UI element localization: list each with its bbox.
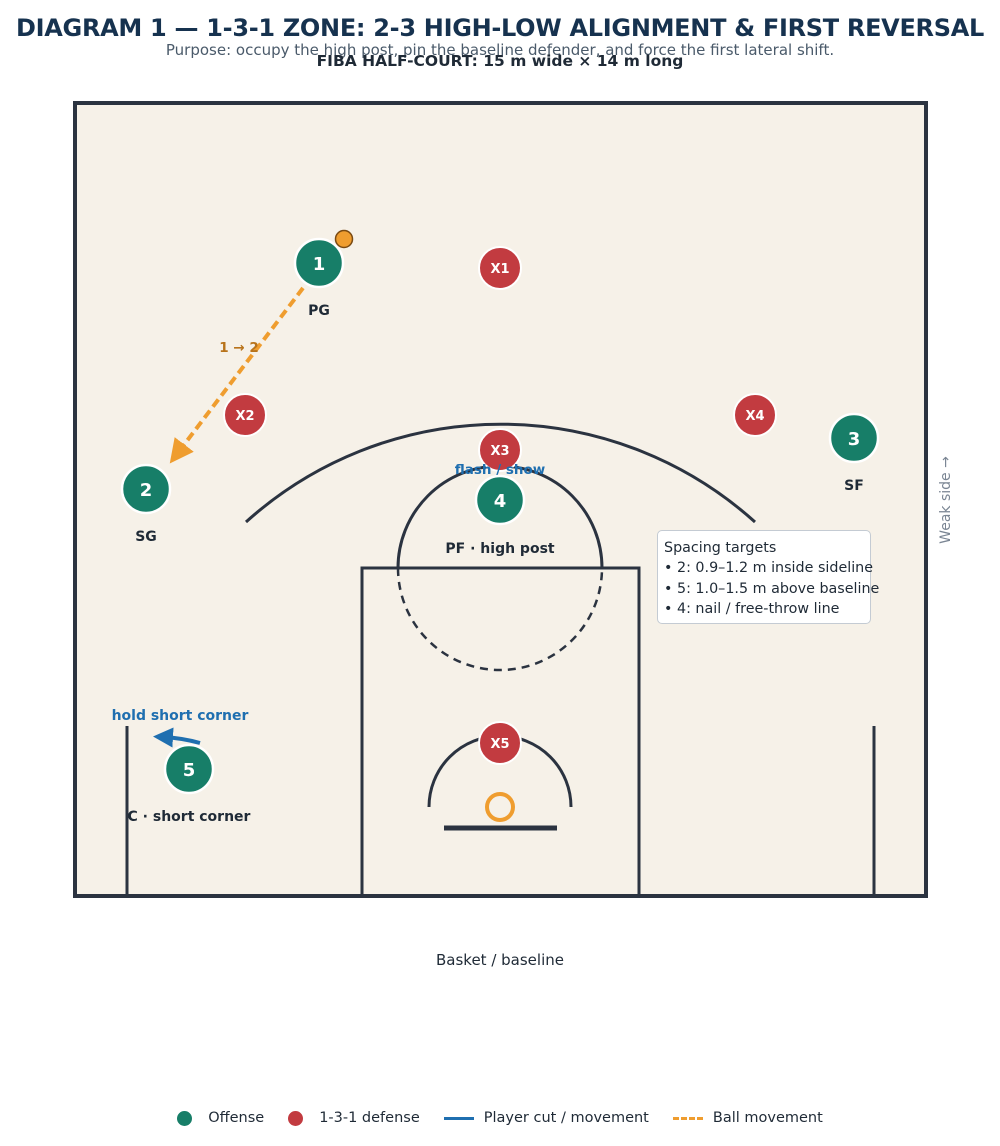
legend-item-offense: Offense — [177, 1110, 264, 1126]
three-point-arc — [244, 422, 757, 524]
defender-x3: X3 — [478, 428, 522, 472]
svg-text:X2: X2 — [235, 409, 254, 424]
player-4-label: PF · high post — [445, 541, 554, 557]
diagram-title: DIAGRAM 1 — 1-3-1 ZONE: 2-3 HIGH-LOW ALI… — [16, 14, 984, 42]
spacing-item: • 5: 1.0–1.5 m above baseline — [664, 580, 880, 597]
spacing-targets-box: Spacing targets • 2: 0.9–1.2 m inside si… — [657, 530, 880, 624]
spacing-item: • 4: nail / free-throw line — [664, 600, 840, 617]
player-3-sf: 3 SF — [828, 412, 880, 494]
spacing-title: Spacing targets — [664, 540, 777, 556]
svg-text:X4: X4 — [745, 409, 764, 424]
court-dimensions-label: FIBA HALF-COURT: 15 m wide × 14 m long — [316, 52, 684, 70]
player-2-label: SG — [135, 529, 157, 545]
legend-item-defense: 1-3-1 defense — [288, 1110, 420, 1126]
free-throw-circle-bottom — [396, 567, 604, 672]
solid-line-icon — [443, 1116, 474, 1120]
defender-x1: X1 — [478, 246, 522, 290]
svg-text:X1: X1 — [490, 262, 509, 277]
flash-label: flash / show — [455, 462, 546, 478]
weak-side-label: Weak side → — [938, 456, 954, 544]
baseline-label: Basket / baseline — [436, 951, 564, 969]
hold-label: hold short corner — [112, 708, 249, 724]
player-3-label: SF — [844, 478, 864, 494]
free-throw-lane — [360, 566, 641, 898]
diagram-subtitle: Purpose: occupy the high post, pin the b… — [165, 41, 835, 59]
svg-text:4: 4 — [494, 491, 507, 512]
legend-item-ball: Ball movement — [672, 1110, 823, 1126]
svg-text:1: 1 — [313, 254, 326, 275]
rim — [485, 792, 515, 822]
defender-x4: X4 — [733, 393, 777, 437]
defender-x5: X5 — [478, 721, 522, 765]
legend: Offense 1-3-1 defense Player cut / movem… — [0, 1106, 1000, 1130]
player-4-pf: 4 PF · high post — [445, 474, 555, 557]
basketball-icon — [334, 229, 354, 249]
dashed-line-icon — [672, 1116, 703, 1120]
spacing-item: • 2: 0.9–1.2 m inside sideline — [664, 560, 874, 577]
svg-text:3: 3 — [848, 429, 861, 450]
player-1-pg: 1 PG — [293, 237, 345, 319]
player-1-label: PG — [308, 303, 330, 319]
svg-text:2: 2 — [140, 480, 153, 501]
svg-text:5: 5 — [183, 760, 196, 781]
player-5-c: 5 C · short corner — [128, 743, 251, 825]
legend-item-cut: Player cut / movement — [443, 1110, 649, 1126]
cut-arrow-5 — [153, 727, 201, 748]
offense-dot-icon — [177, 1110, 193, 1126]
svg-text:X3: X3 — [490, 444, 509, 459]
pass-arrow-1-to-2 — [169, 286, 305, 464]
svg-text:X5: X5 — [490, 737, 509, 752]
pass-label: 1 → 2 — [219, 340, 259, 356]
defense-dot-icon — [288, 1110, 304, 1126]
player-5-label: C · short corner — [128, 809, 251, 825]
defender-x2: X2 — [223, 393, 267, 437]
player-2-sg: 2 SG — [120, 463, 172, 545]
